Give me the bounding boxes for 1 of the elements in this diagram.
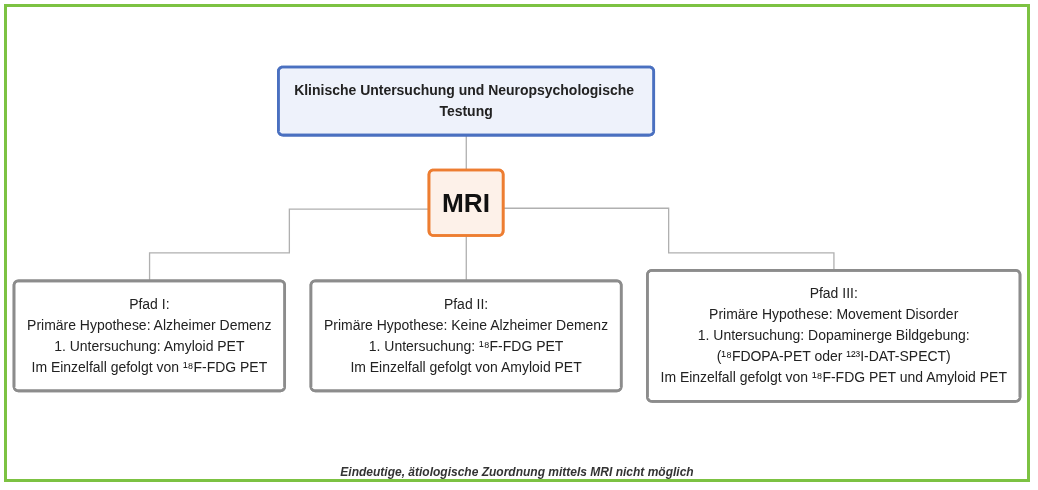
note-text: Eindeutige, ätiologische Zuordnung mittels MRI nicht möglich [340, 465, 694, 479]
